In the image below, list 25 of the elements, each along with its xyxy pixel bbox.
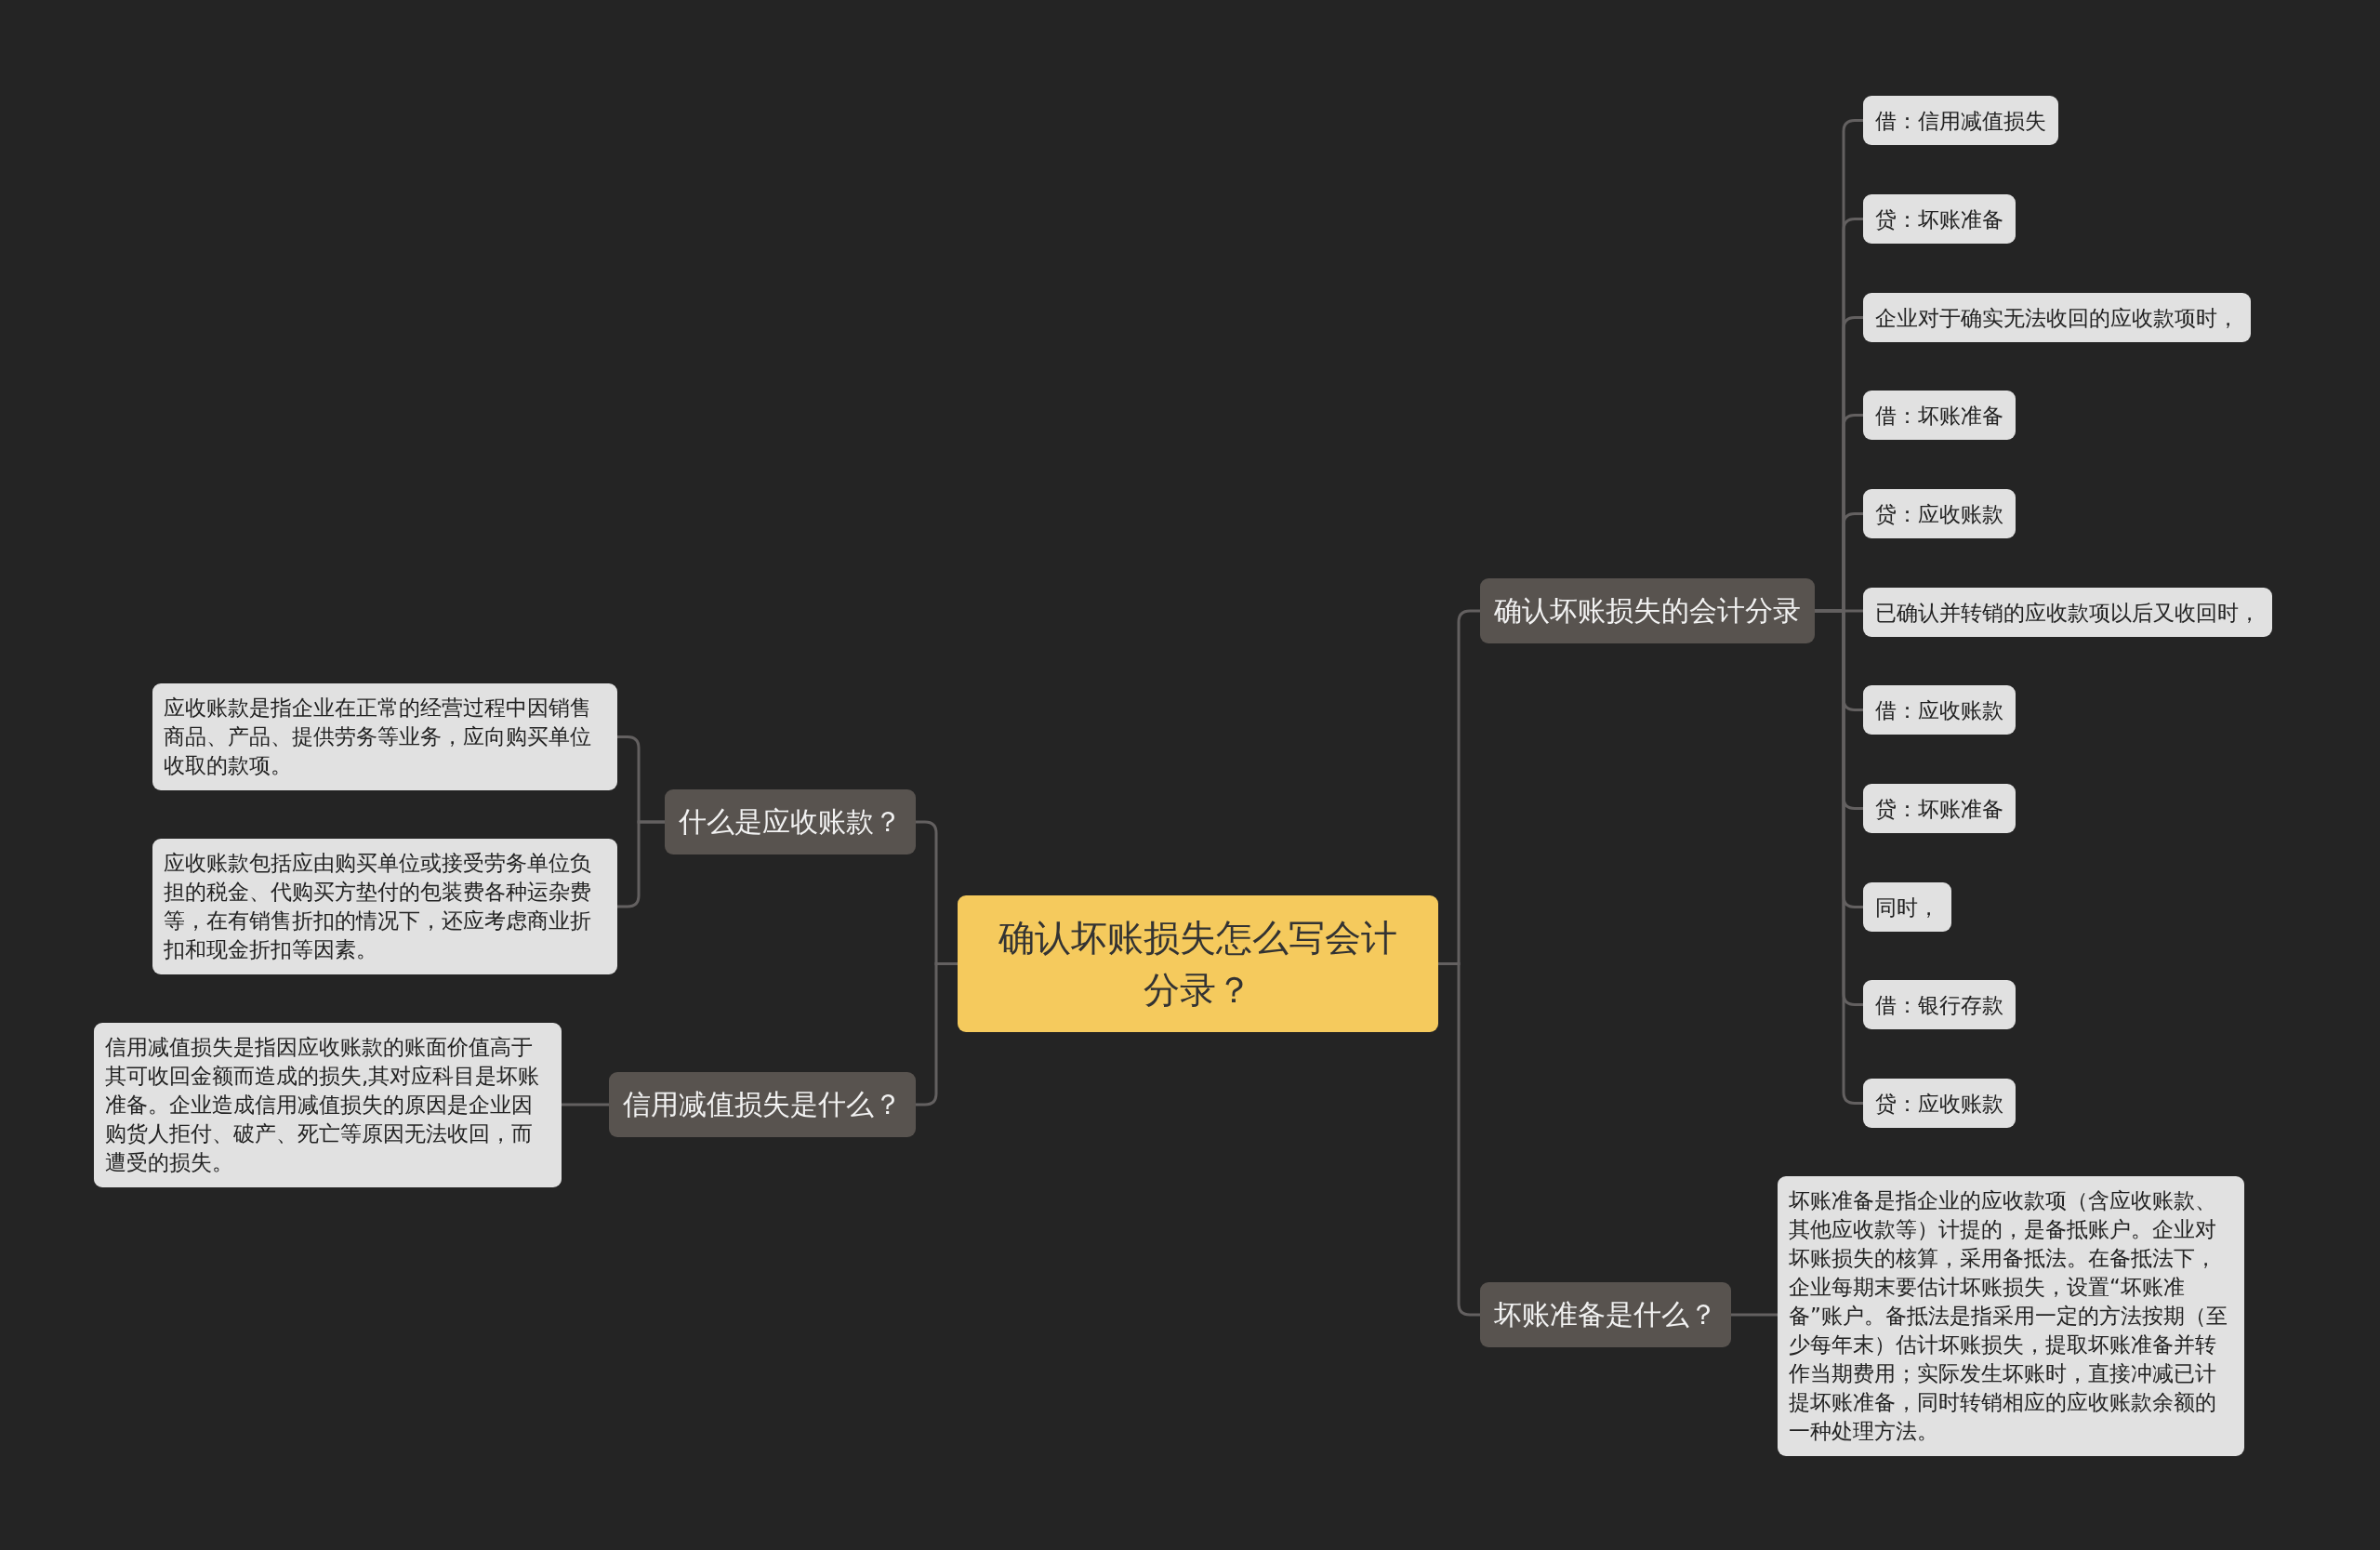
entry-box: 贷：应收账款 bbox=[1863, 489, 2016, 538]
entry-box: 企业对于确实无法收回的应收款项时， bbox=[1863, 293, 2251, 342]
connector-line bbox=[562, 1103, 609, 1106]
entry-box: 贷：应收账款 bbox=[1863, 1079, 2016, 1128]
entry-box: 借：银行存款 bbox=[1863, 980, 2016, 1029]
topic-box: 信用减值损失是什么？ bbox=[609, 1072, 916, 1137]
entry-box: 贷：坏账准备 bbox=[1863, 784, 2016, 833]
connector-line bbox=[617, 820, 665, 908]
note-box: 应收账款包括应由购买单位或接受劳务单位负担的税金、代购买方垫付的包装费各种运杂费等，在有销售折扣的情况下，还应考虑商业折扣和现金折扣等因素。 bbox=[152, 839, 617, 974]
topic-box: 坏账准备是什么？ bbox=[1480, 1282, 1731, 1347]
entry-box: 同时， bbox=[1863, 882, 1951, 932]
note-box: 坏账准备是指企业的应收款项（含应收账款、其他应收款等）计提的，是备抵账户。企业对坏账损失的核算，采用备抵法。在备抵法下，企业每期末要估计坏账损失，设置“坏账准备”账户。备抵法是指采用一定的方法按期（至少每年末）估计坏账损失，提取坏账准备并转作当期费用；实际发生坏账时，直接冲减已计提坏账准备，同时转销相应的应收账款余额的一种处理方法。 bbox=[1778, 1176, 2244, 1456]
connector-line bbox=[1438, 962, 1480, 1317]
entry-box: 贷：坏账准备 bbox=[1863, 194, 2016, 244]
topic-box: 确认坏账损失的会计分录 bbox=[1480, 578, 1815, 643]
entry-box: 已确认并转销的应收款项以后又收回时， bbox=[1863, 588, 2272, 637]
connector-line bbox=[1731, 1313, 1778, 1317]
connector-line bbox=[916, 962, 958, 1106]
note-box: 应收账款是指企业在正常的经营过程中因销售商品、产品、提供劳务等业务，应向购买单位收取的款项。 bbox=[152, 683, 617, 790]
note-box: 信用减值损失是指因应收账款的账面价值高于其可收回金额而造成的损失,其对应科目是坏账准备。企业造成信用减值损失的原因是企业因购货人拒付、破产、死亡等原因无法收回，而遭受的损失。 bbox=[94, 1023, 562, 1187]
entry-box: 借：应收账款 bbox=[1863, 685, 2016, 735]
entry-box: 借：坏账准备 bbox=[1863, 391, 2016, 440]
central-topic-box: 确认坏账损失怎么写会计分录？ bbox=[958, 895, 1438, 1032]
topic-box: 什么是应收账款？ bbox=[665, 789, 916, 854]
entry-box: 借：信用减值损失 bbox=[1863, 96, 2058, 145]
